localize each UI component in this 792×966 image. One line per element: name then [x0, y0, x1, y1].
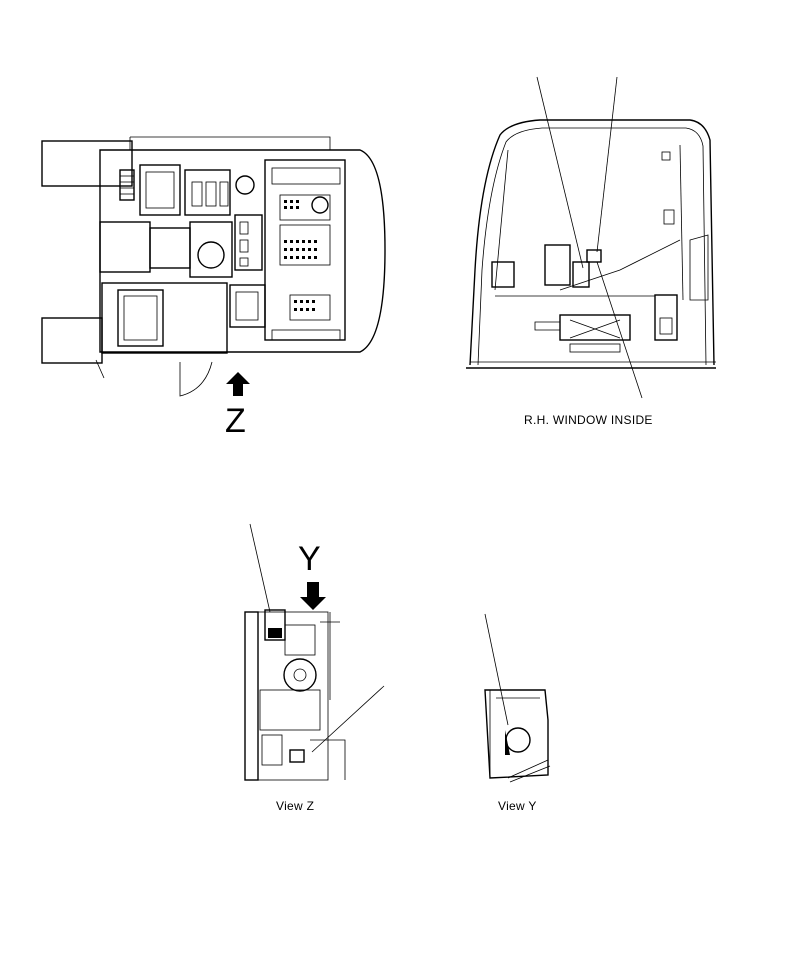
- arrow-y-icon: [300, 582, 326, 610]
- top-view-machine: [41, 136, 386, 397]
- view-y-drawing: [484, 613, 551, 783]
- arrow-z-icon: [226, 372, 250, 396]
- letter-y: Y: [298, 540, 321, 578]
- window-inside-label: R.H. WINDOW INSIDE: [524, 413, 653, 427]
- letter-z: Z: [225, 402, 246, 440]
- cab-side-view: [466, 76, 716, 399]
- view-y-label: View Y: [498, 799, 537, 813]
- view-z-label: View Z: [276, 799, 314, 813]
- view-z-drawing: Y: [244, 523, 385, 781]
